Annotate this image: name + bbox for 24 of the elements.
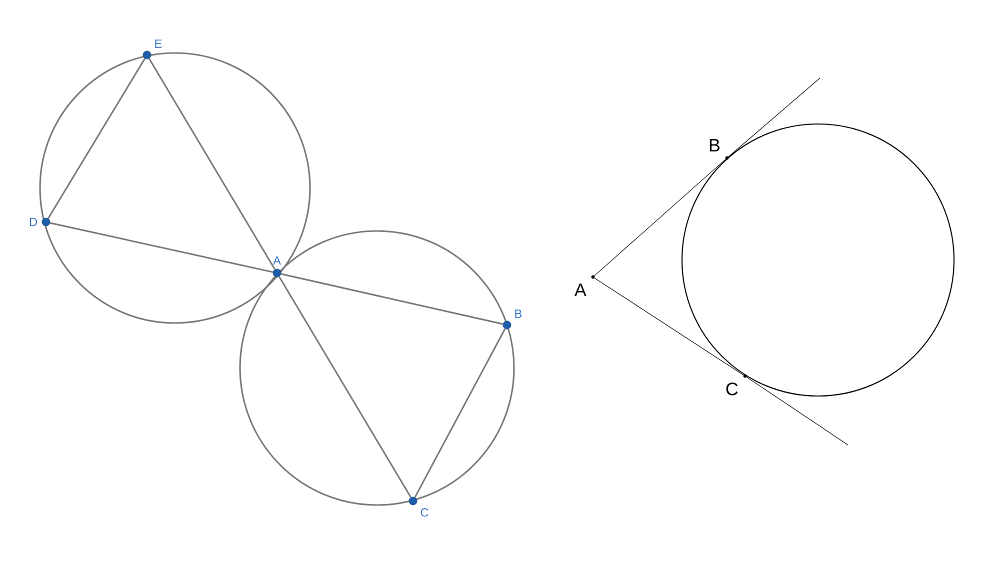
labeled-point: E bbox=[142, 40, 162, 60]
node-label: A bbox=[273, 256, 281, 265]
node-label: C bbox=[420, 508, 428, 517]
node-label: B bbox=[515, 310, 522, 318]
labeled-point: C bbox=[408, 496, 428, 517]
node-label: E bbox=[155, 40, 162, 48]
line-segment bbox=[48, 58, 146, 219]
line-segment bbox=[280, 273, 504, 325]
line-segment bbox=[594, 159, 726, 276]
line-segment bbox=[414, 328, 506, 498]
node-label: C bbox=[726, 382, 738, 396]
labeled-point: C bbox=[726, 374, 747, 396]
node-label: A bbox=[574, 284, 586, 296]
labeled-point: A bbox=[574, 275, 595, 296]
line-segment bbox=[278, 276, 412, 498]
node-label: B bbox=[710, 139, 720, 152]
line-segment bbox=[50, 222, 274, 273]
labeled-point: D bbox=[30, 218, 50, 226]
labeled-point: B bbox=[710, 139, 729, 160]
labeled-point: A bbox=[272, 256, 282, 278]
labeled-point: B bbox=[502, 310, 522, 330]
line-segment bbox=[594, 278, 744, 376]
line-segment bbox=[148, 58, 276, 270]
node-label: D bbox=[30, 218, 38, 226]
